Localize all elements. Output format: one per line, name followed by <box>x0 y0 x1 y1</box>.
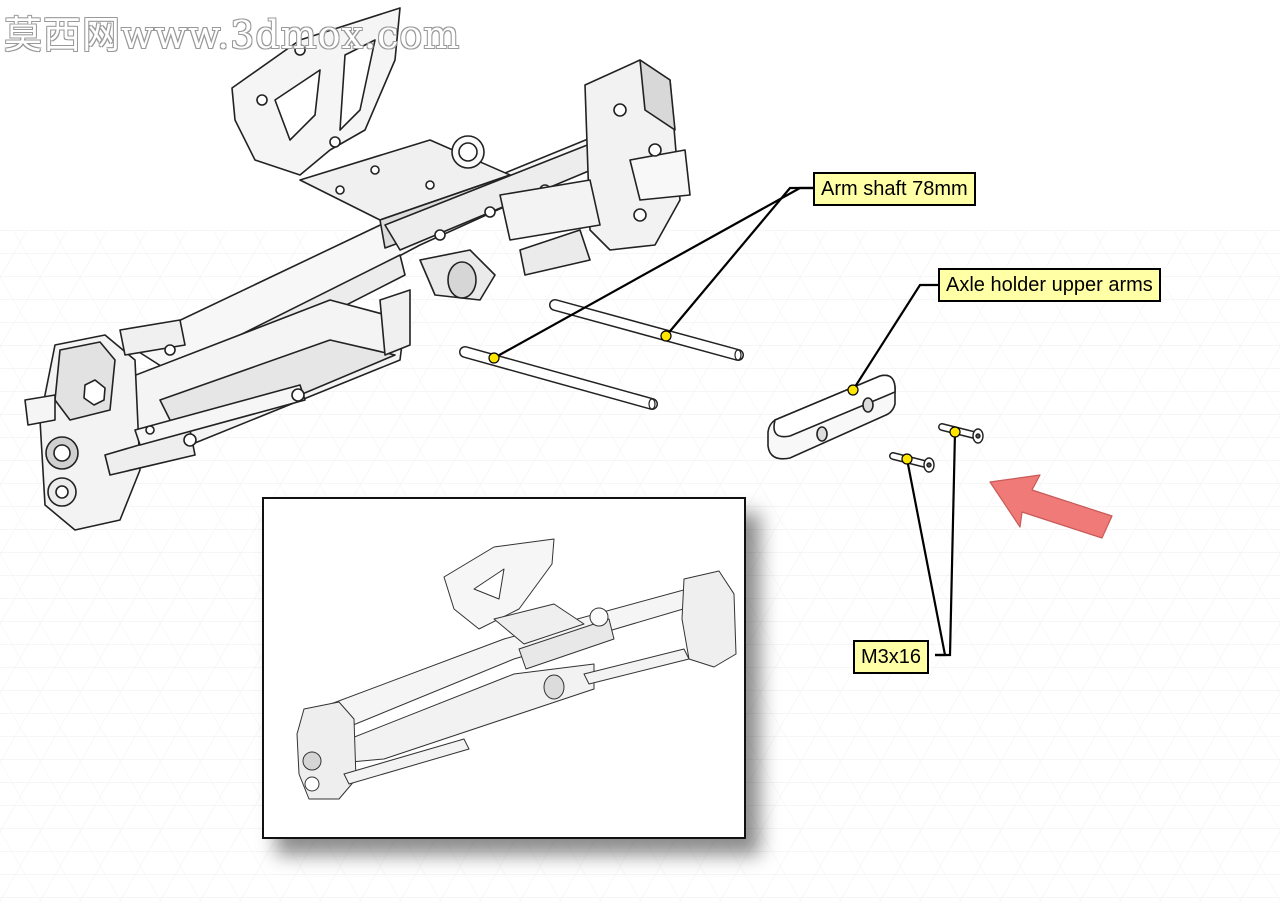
callout-arm-shaft: Arm shaft 78mm <box>813 172 976 206</box>
watermark-text: 莫西网www.3dmox.com <box>4 13 461 57</box>
callout-axle-holder: Axle holder upper arms <box>938 268 1161 302</box>
callout-screw: M3x16 <box>853 640 930 674</box>
overview-chassis-drawing <box>296 538 737 800</box>
arm-shaft-rear <box>549 299 744 361</box>
chassis-drawing <box>24 7 691 531</box>
overview-inset <box>262 497 746 839</box>
marker-dots <box>488 330 961 465</box>
leader-lines <box>493 186 957 657</box>
axle-holder-part <box>767 374 896 460</box>
arrow-pointing-up-left-icon <box>989 474 1113 539</box>
